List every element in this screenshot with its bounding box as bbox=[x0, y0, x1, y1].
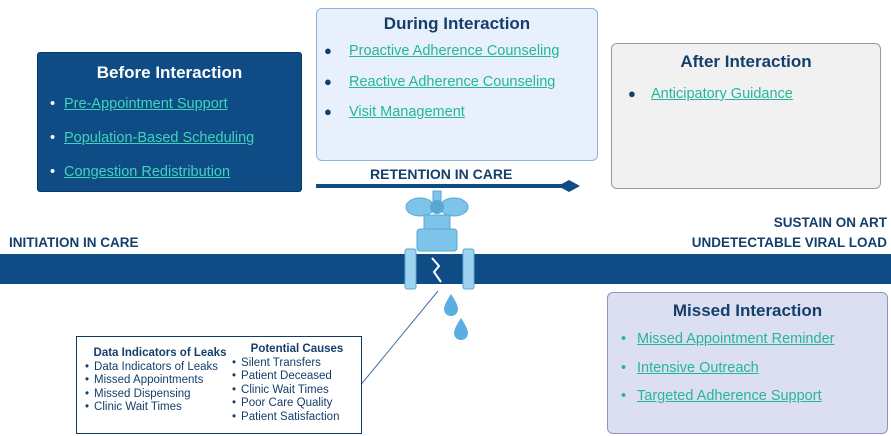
before-interaction-title: Before Interaction bbox=[96, 63, 243, 82]
bullet-icon: ● bbox=[324, 104, 332, 119]
list-item: Patient Satisfaction bbox=[232, 411, 362, 424]
initiation-in-care-label: INITIATION IN CARE bbox=[9, 235, 139, 250]
missed-interaction-box: Missed Interaction • Missed Appointment R… bbox=[607, 292, 888, 434]
link-proactive-adherence-counseling[interactable]: Proactive Adherence Counseling bbox=[349, 43, 560, 59]
retention-in-care-label: RETENTION IN CARE bbox=[370, 166, 513, 182]
bullet-icon: ● bbox=[324, 73, 332, 89]
bullet-icon: • bbox=[50, 130, 56, 146]
water-drop-icon bbox=[454, 318, 468, 340]
list-item: • Congestion Redistribution bbox=[38, 161, 301, 195]
data-indicators-list: Data Indicators of Leaks Missed Appointm… bbox=[85, 361, 235, 415]
missed-interaction-list: • Missed Appointment Reminder • Intensive … bbox=[608, 329, 887, 415]
link-missed-appointment-reminder[interactable]: Missed Appointment Reminder bbox=[637, 331, 835, 347]
data-indicators-title: Data Indicators of Leaks bbox=[93, 347, 227, 359]
link-visit-management[interactable]: Visit Management bbox=[349, 104, 465, 120]
bullet-icon: ● bbox=[628, 86, 636, 101]
after-interaction-title: After Interaction bbox=[680, 52, 812, 71]
pointer-line bbox=[358, 290, 439, 388]
sustain-on-art-label: SUSTAIN ON ART bbox=[773, 215, 887, 230]
during-interaction-box: During Interaction ● Proactive Adherence … bbox=[316, 8, 598, 161]
list-item: • Intensive Outreach bbox=[608, 358, 887, 387]
link-intensive-outreach[interactable]: Intensive Outreach bbox=[637, 359, 759, 376]
list-item: Missed Dispensing bbox=[85, 388, 235, 401]
list-item: Clinic Wait Times bbox=[85, 401, 235, 414]
link-population-based-scheduling[interactable]: Population-Based Scheduling bbox=[64, 130, 255, 146]
list-item: • Targeted Adherence Support bbox=[608, 386, 887, 415]
potential-causes-title: Potential Causes bbox=[250, 343, 344, 355]
potential-causes-list: Silent Transfers Patient Deceased Clinic… bbox=[232, 357, 362, 424]
during-interaction-title: During Interaction bbox=[383, 14, 531, 33]
pipe-bar bbox=[0, 254, 891, 284]
list-item: Data Indicators of Leaks bbox=[85, 361, 235, 374]
bullet-icon: • bbox=[621, 359, 627, 376]
bullet-icon: • bbox=[621, 331, 627, 347]
link-targeted-adherence-support[interactable]: Targeted Adherence Support bbox=[637, 388, 822, 404]
list-item: ● Proactive Adherence Counseling bbox=[317, 41, 597, 72]
bullet-icon: ● bbox=[324, 43, 332, 58]
leak-causes-box: Data Indicators of Leaks Data Indicators… bbox=[76, 336, 362, 434]
during-interaction-list: ● Proactive Adherence Counseling ● Reactiv… bbox=[317, 41, 597, 133]
before-interaction-list: • Pre-Appointment Support • Population-Bas… bbox=[38, 93, 301, 195]
list-item: • Population-Based Scheduling bbox=[38, 127, 301, 161]
list-item: Clinic Wait Times bbox=[232, 384, 362, 397]
bullet-icon: • bbox=[50, 96, 56, 112]
link-anticipatory-guidance[interactable]: Anticipatory Guidance bbox=[651, 86, 793, 102]
retention-arrow bbox=[316, 180, 580, 192]
before-interaction-box: Before Interaction • Pre-Appointment Supp… bbox=[37, 52, 302, 192]
list-item: • Missed Appointment Reminder bbox=[608, 329, 887, 358]
potential-causes-column: Potential Causes Silent Transfers Patien… bbox=[232, 343, 362, 424]
list-item: Patient Deceased bbox=[232, 370, 362, 383]
bullet-icon: • bbox=[621, 388, 627, 404]
list-item: ● Reactive Adherence Counseling bbox=[317, 72, 597, 103]
missed-interaction-title: Missed Interaction bbox=[672, 301, 823, 320]
undetectable-viral-load-label: UNDETECTABLE VIRAL LOAD bbox=[691, 235, 887, 250]
list-item: Silent Transfers bbox=[232, 357, 362, 370]
water-drop-icon bbox=[444, 294, 458, 316]
after-interaction-list: ● Anticipatory Guidance bbox=[612, 84, 880, 112]
list-item: Missed Appointments bbox=[85, 374, 235, 387]
data-indicators-column: Data Indicators of Leaks Data Indicators… bbox=[85, 343, 235, 415]
list-item: ● Anticipatory Guidance bbox=[612, 84, 880, 112]
faucet-icon bbox=[404, 190, 475, 290]
after-interaction-box: After Interaction ● Anticipatory Guidance bbox=[611, 43, 881, 189]
list-item: • Pre-Appointment Support bbox=[38, 93, 301, 127]
list-item: ● Visit Management bbox=[317, 102, 597, 133]
link-pre-appointment-support[interactable]: Pre-Appointment Support bbox=[64, 96, 228, 112]
link-reactive-adherence-counseling[interactable]: Reactive Adherence Counseling bbox=[349, 73, 556, 90]
bullet-icon: • bbox=[50, 164, 56, 180]
list-item: Poor Care Quality bbox=[232, 397, 362, 410]
link-congestion-redistribution[interactable]: Congestion Redistribution bbox=[64, 164, 231, 180]
